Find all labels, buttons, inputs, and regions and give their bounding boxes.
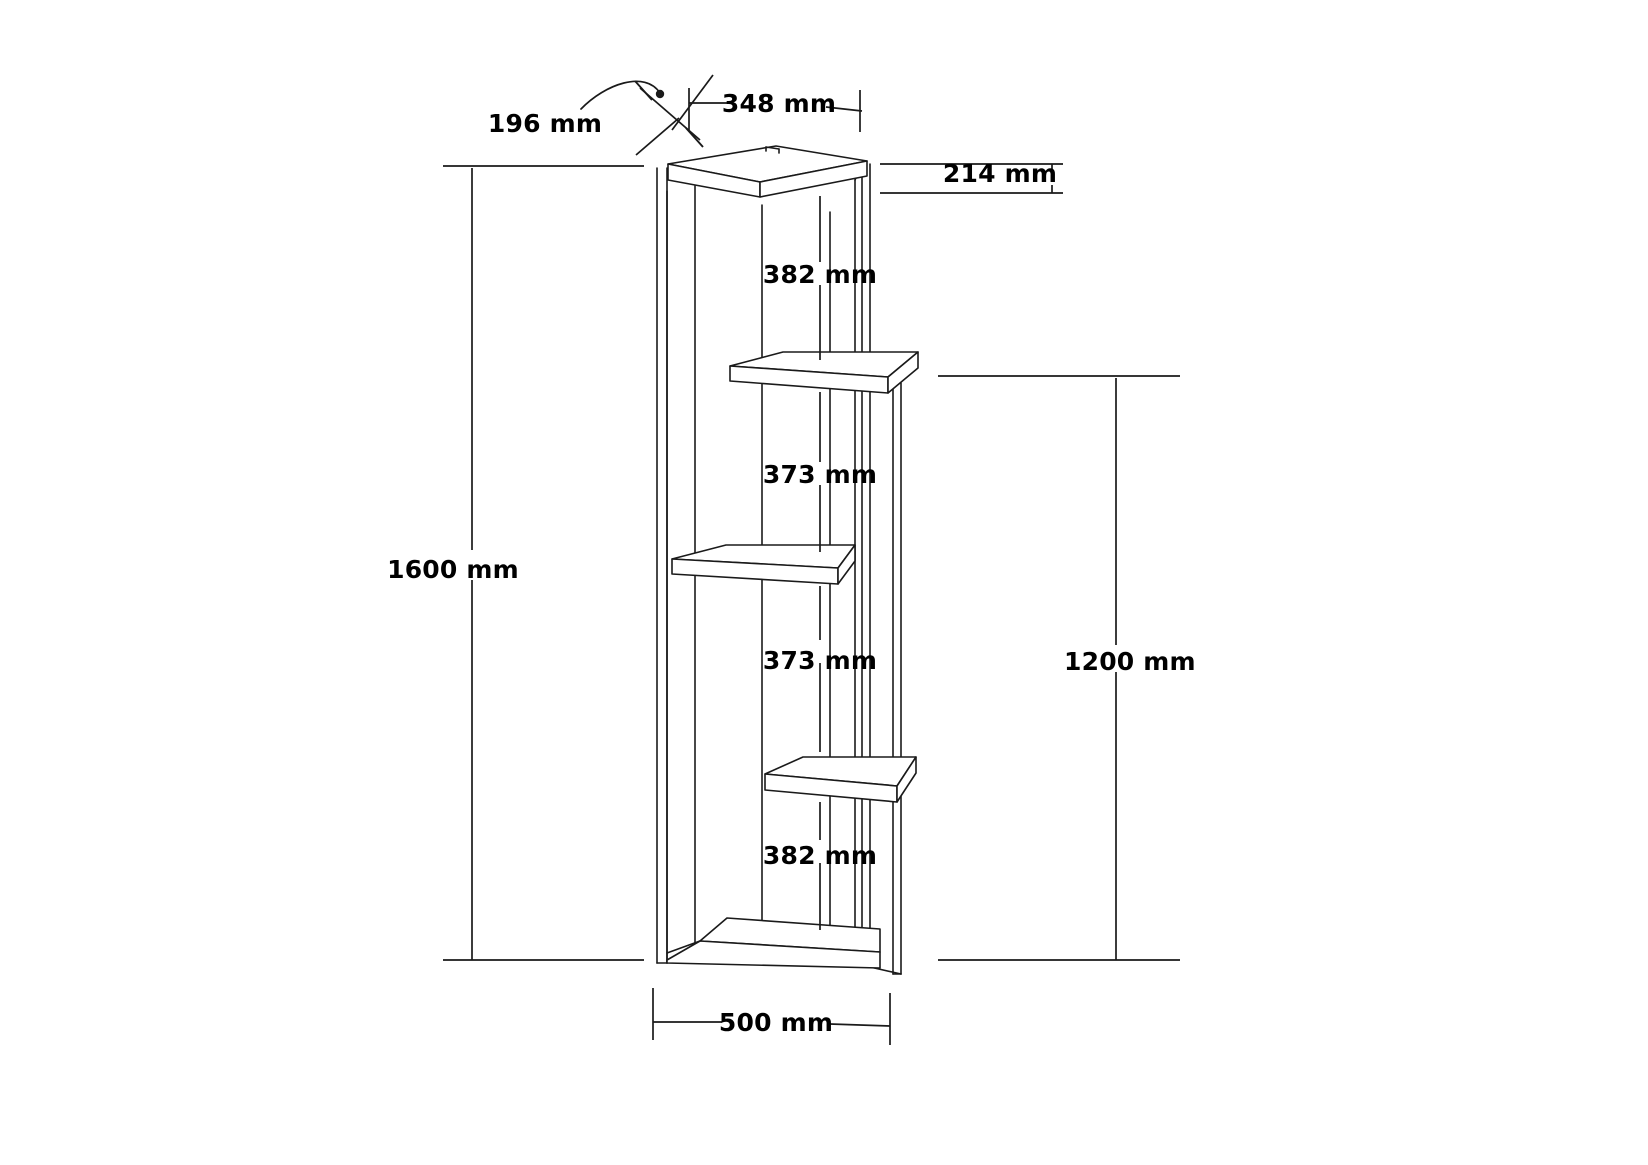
dimension-bay3-373: 373 mm: [763, 586, 877, 752]
dimension-label-bay4: 382 mm: [763, 841, 877, 870]
shelf-3-wide: [764, 756, 917, 803]
dim196-tick-1: [634, 80, 653, 101]
dimension-bay1-382: 382 mm: [763, 196, 877, 360]
shelf-3-right-thickness: [896, 756, 917, 803]
dimension-bay4-382: 382 mm: [763, 802, 877, 930]
top-panel-right-thickness: [759, 160, 868, 198]
dimension-overall-height-1600: 1600 mm: [387, 165, 644, 961]
top-panel-notch: [765, 146, 780, 150]
dimension-label-top-width: 348 mm: [722, 89, 836, 118]
top-panel: [667, 145, 868, 198]
dimension-top-width-348: 348 mm: [688, 88, 863, 132]
dimension-label-depth: 196 mm: [488, 109, 602, 138]
dimension-label-bay1: 382 mm: [763, 260, 877, 289]
dimension-label-bay2: 373 mm: [763, 460, 877, 489]
dimension-label-overall-height: 1600 mm: [387, 555, 519, 584]
dim196-tick-2: [685, 127, 704, 148]
dim196-leader-dot: [655, 89, 665, 99]
bottom-panel-front-thickness: [666, 940, 881, 969]
dimension-bay2-373: 373 mm: [763, 392, 877, 552]
bottom-panel-left-bevel: [666, 940, 701, 954]
shelf-1-right-thickness: [887, 351, 919, 394]
dim500-line-right: [829, 1023, 891, 1027]
bottom-panel: [666, 917, 881, 969]
dim348-line-right: [825, 106, 863, 112]
shelf-1-wide: [729, 351, 919, 394]
shelf-unit-body: [656, 145, 919, 975]
dimension-depth-196: 196 mm: [488, 74, 714, 156]
dim196-ext-a: [635, 117, 680, 156]
dimension-top-panel-214: 214 mm: [880, 159, 1063, 194]
shelf-2-narrow: [671, 544, 856, 585]
dimension-overall-width-500: 500 mm: [652, 988, 891, 1045]
dimension-label-overall-width: 500 mm: [719, 1008, 833, 1037]
dimension-label-top-panel: 214 mm: [943, 159, 1057, 188]
dim196-leader-arc: [580, 80, 661, 110]
dimension-right-height-1200: 1200 mm: [938, 375, 1196, 961]
shelf-2-right-thickness: [837, 544, 856, 585]
dimension-label-bay3: 373 mm: [763, 646, 877, 675]
right-return-panel: [869, 382, 902, 975]
dimension-label-right-height: 1200 mm: [1064, 647, 1196, 676]
